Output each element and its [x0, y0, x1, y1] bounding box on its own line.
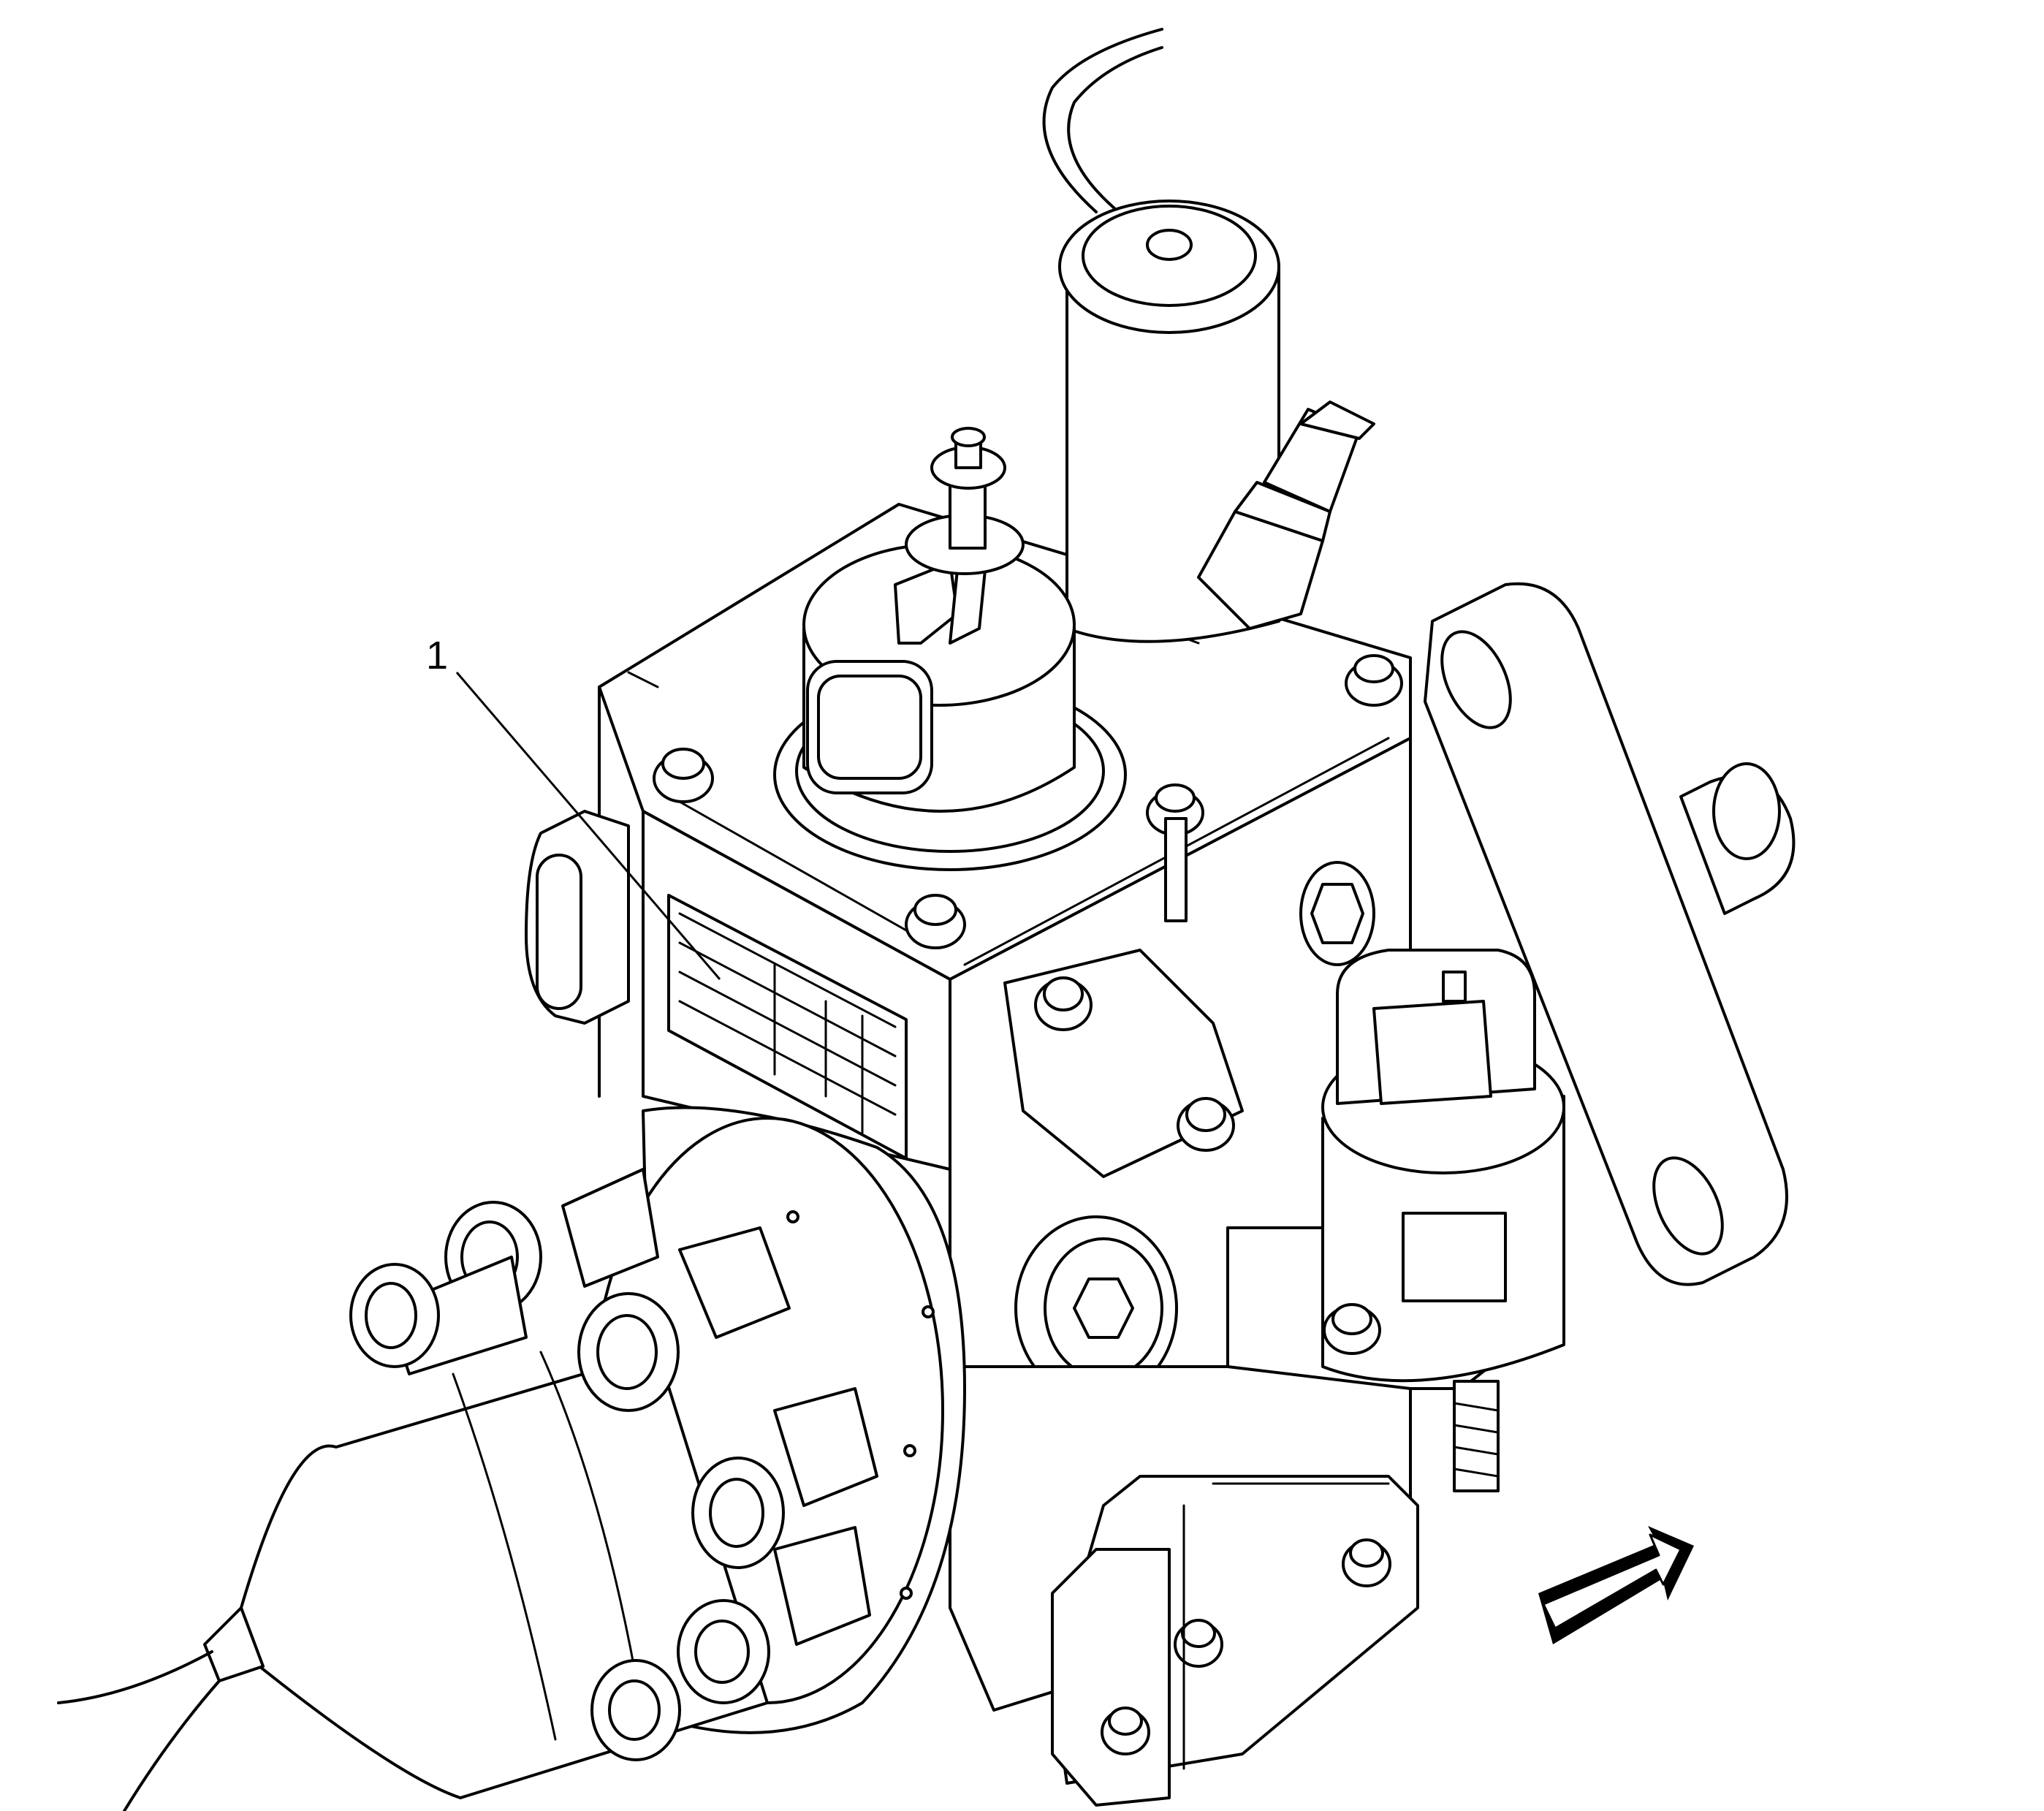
fuel-control-module	[773, 543, 1127, 871]
housing-bolt	[1146, 783, 1204, 922]
housing-bolt	[653, 748, 714, 803]
fuel-line-fitting	[691, 1387, 878, 1569]
socket-head-plug	[1014, 1215, 1178, 1401]
callout-1: 1	[426, 634, 721, 980]
housing-bolt	[905, 894, 966, 949]
mounting-flange	[1424, 582, 1796, 1286]
callout-label: 1	[426, 634, 448, 677]
lower-pump-body	[949, 1365, 1419, 1807]
side-electrical-connector	[525, 810, 630, 1025]
vent-fitting	[905, 427, 1025, 575]
side-cover-plate	[1003, 949, 1244, 1178]
view-direction-arrow-icon	[1538, 1526, 1694, 1644]
fuel-line-fitting	[577, 1226, 791, 1412]
return-line-fitting	[1197, 400, 1375, 630]
housing-bolt	[1345, 654, 1403, 707]
fuel-line-fitting	[590, 1526, 871, 1761]
hex-plug	[1299, 861, 1375, 966]
timing-solenoid	[1226, 949, 1565, 1492]
fuel-line-fitting	[349, 1168, 659, 1375]
identification-plate	[667, 894, 908, 1160]
